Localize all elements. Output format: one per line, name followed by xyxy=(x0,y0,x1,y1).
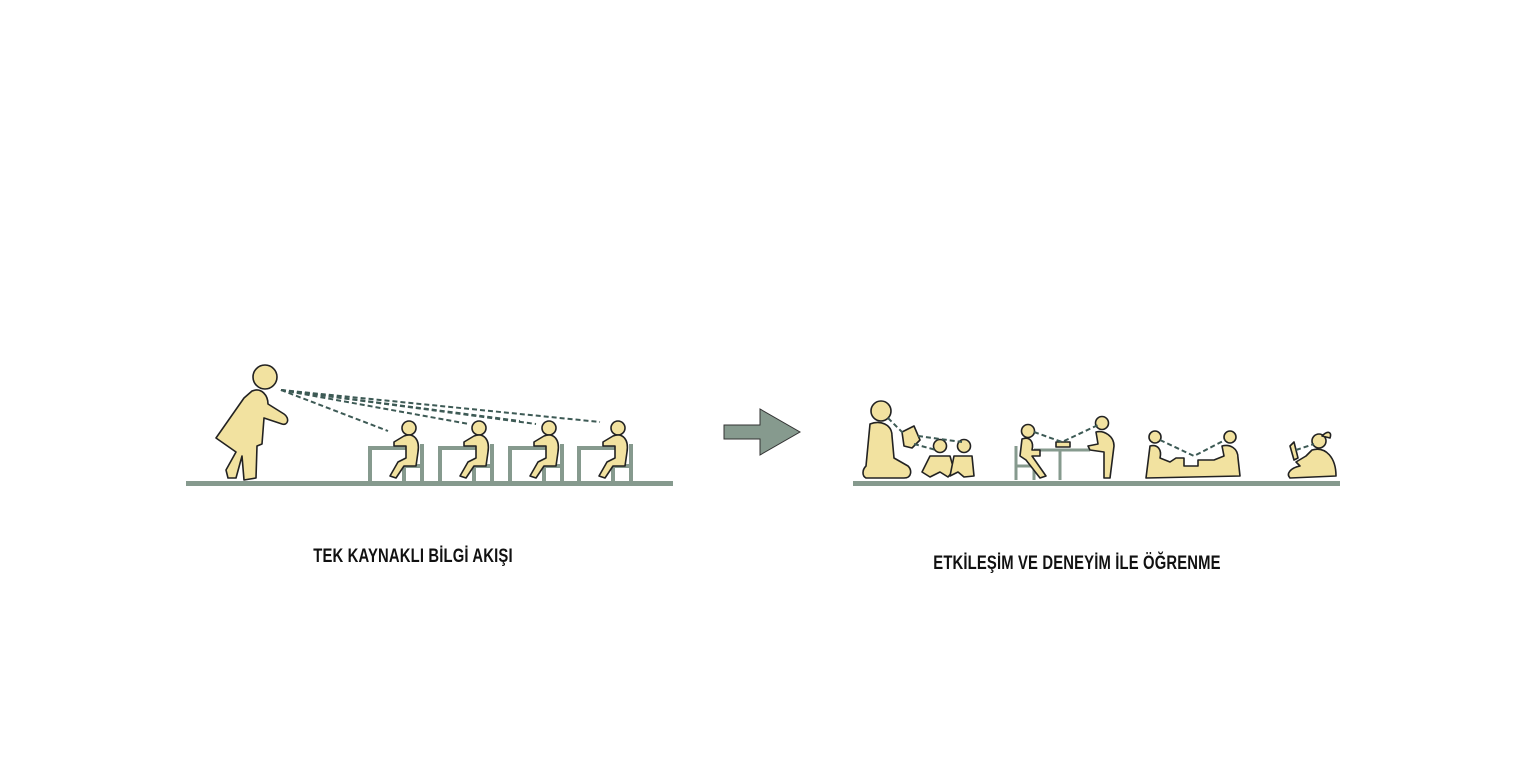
traditional-classroom-illustration xyxy=(186,364,673,486)
ground-line xyxy=(186,481,673,486)
reading-group xyxy=(862,400,975,479)
right-arrow-icon xyxy=(723,408,802,456)
student-desk-unit xyxy=(438,420,494,481)
student-desks xyxy=(368,420,633,481)
interactive-learning-illustration xyxy=(853,400,1340,486)
sight-lines xyxy=(280,389,601,432)
student-desk-unit xyxy=(577,420,633,481)
right-caption: ETKİLEŞİM VE DENEYİM İLE ÖĞRENME xyxy=(933,553,1221,574)
ground-line xyxy=(853,481,1340,486)
table-group xyxy=(1014,415,1115,480)
teacher-figure xyxy=(215,364,289,481)
child-with-tablet xyxy=(1287,431,1337,479)
student-desk-unit xyxy=(368,420,424,481)
left-caption: TEK KAYNAKLI BİLGİ AKIŞI xyxy=(313,546,513,567)
student-desk-unit xyxy=(508,420,564,481)
floor-play-group xyxy=(1145,430,1241,479)
